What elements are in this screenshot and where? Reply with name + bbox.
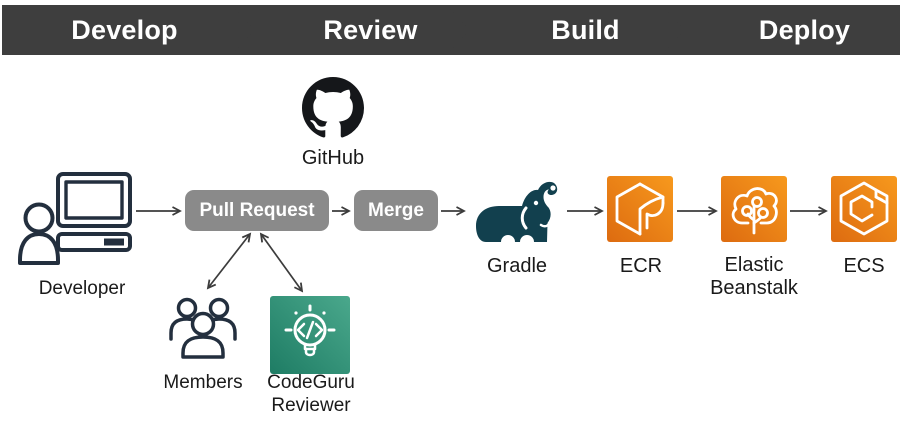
github-octocat-icon — [302, 77, 364, 138]
elastic-beanstalk-label-line1: Elastic — [724, 254, 784, 276]
pull-request-box: Pull Request — [185, 190, 329, 231]
members-group-icon — [169, 297, 237, 359]
aws-ecs-icon — [831, 176, 897, 242]
stage-deploy: Deploy — [661, 5, 900, 55]
gradle-elephant-icon — [476, 181, 558, 242]
ecs-label: ECS — [843, 255, 885, 277]
stage-review-label: Review — [323, 14, 418, 45]
merge-box: Merge — [354, 190, 438, 231]
ecr-label: ECR — [619, 255, 663, 277]
codeguru-glyph — [284, 304, 336, 357]
elastic-beanstalk-label-line2: Beanstalk — [710, 277, 798, 299]
codeguru-reviewer-label: CodeGuru Reviewer — [261, 371, 361, 417]
pull-request-label: Pull Request — [199, 199, 315, 221]
ecs-glyph — [839, 181, 889, 236]
elastic-beanstalk-label: Elastic Beanstalk — [704, 254, 804, 300]
stage-develop: Develop — [2, 5, 269, 55]
stage-build-label: Build — [551, 14, 620, 45]
codeguru-label-line1: CodeGuru — [267, 372, 355, 393]
stage-develop-label: Develop — [71, 14, 178, 45]
ecr-glyph — [615, 182, 665, 236]
stage-deploy-label: Deploy — [758, 14, 851, 45]
github-label: GitHub — [301, 147, 365, 169]
aws-codeguru-reviewer-icon — [270, 296, 350, 374]
aws-elastic-beanstalk-icon — [721, 176, 787, 242]
codeguru-label-line2: Reviewer — [271, 395, 351, 416]
arrow-pull-request-members-bidirectional — [206, 232, 252, 290]
developer-label: Developer — [38, 278, 126, 299]
members-label: Members — [163, 372, 243, 393]
gradle-label: Gradle — [486, 255, 548, 277]
aws-ecr-icon — [607, 176, 673, 242]
elastic-beanstalk-glyph — [731, 187, 778, 235]
arrow-pull-request-codeguru-bidirectional — [259, 232, 304, 293]
merge-label: Merge — [368, 199, 424, 221]
developer-workstation-icon — [18, 172, 132, 265]
